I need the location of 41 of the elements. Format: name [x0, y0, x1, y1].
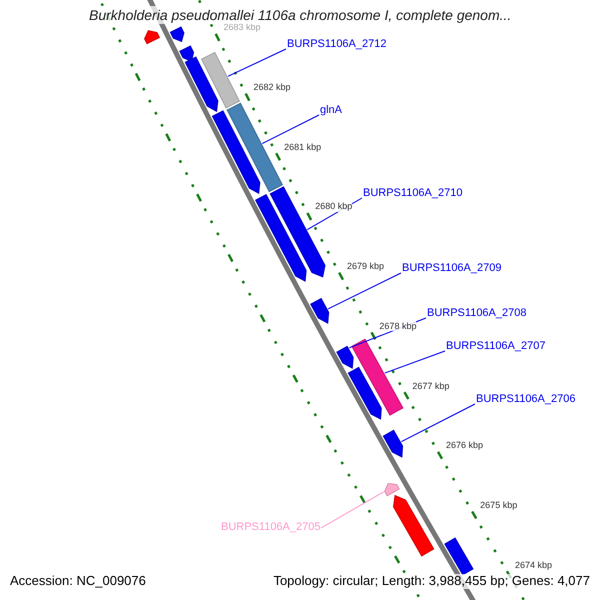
gene-feature [348, 366, 382, 420]
gene-label: BURPS1106A_2708 [427, 307, 526, 320]
gene-feature [336, 346, 354, 369]
gene-label: glnA [320, 104, 342, 117]
gene-feature [226, 102, 284, 192]
leader-line [384, 350, 446, 374]
gene-feature [254, 194, 307, 282]
scale-label: 2676 kbp [446, 440, 484, 451]
gene-label: BURPS1106A_2710 [363, 187, 462, 200]
gene-label: BURPS1106A_2709 [402, 262, 502, 275]
gene-label: BURPS1106A_2712 [287, 38, 386, 51]
gene-label: BURPS1106A_2707 [446, 340, 546, 353]
leader-line [328, 272, 402, 310]
gene-feature [184, 56, 218, 112]
gene-feature [200, 52, 240, 108]
scale-label: 2674 kbp [514, 560, 552, 570]
gene-label: BURPS1106A_2706 [476, 393, 576, 406]
genome-info-text: Topology: circular; Length: 3,988,455 bp; Genes: 4,077 [271, 574, 592, 589]
gene-feature [444, 537, 474, 576]
gene-feature [351, 338, 404, 416]
leader-line [400, 404, 476, 442]
scale-label: 2677 kbp [412, 380, 450, 391]
leader-line [320, 491, 384, 528]
scale-label: 2680 kbp [315, 201, 352, 212]
scale-label: 2679 kbp [347, 261, 384, 272]
gene-feature [179, 45, 194, 62]
leader-line [228, 48, 286, 77]
gene-feature [212, 110, 260, 194]
scale-label: 2675 kbp [480, 500, 518, 510]
gene-feature [310, 298, 330, 324]
scale-label: 2682 kbp [253, 82, 291, 92]
gene-feature [144, 30, 160, 44]
scale-label: 2678 kbp [379, 320, 416, 332]
scale-label: 2681 kbp [284, 142, 322, 152]
leader-line [262, 114, 320, 144]
gene-feature [384, 482, 400, 496]
gene-label: BURPS1106A_2705 [221, 521, 320, 534]
gene-feature [382, 430, 404, 458]
gene-feature [393, 494, 434, 557]
accession-text: Accession: NC_009076 [8, 574, 148, 589]
gene-feature [170, 26, 184, 42]
